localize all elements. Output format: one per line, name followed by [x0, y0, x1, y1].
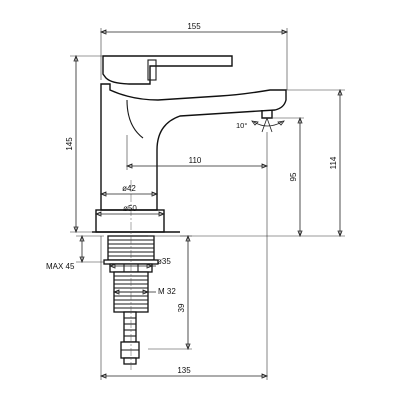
dim-nut-diameter: ø35	[157, 257, 171, 266]
dim-base-diameter: ø50	[123, 204, 137, 213]
dim-thread: M 32	[158, 287, 176, 296]
spout-curve	[126, 99, 144, 139]
dim-body-diameter: ø42	[122, 184, 136, 193]
dim-spout-height: 95	[289, 172, 298, 181]
faucet-body	[100, 83, 287, 211]
dim-overall-height: 145	[65, 137, 74, 151]
dim-shank-length: 39	[177, 303, 186, 312]
base-escutcheon	[95, 209, 165, 233]
dim-total-length: 135	[177, 366, 191, 375]
dim-max-thickness: MAX 45	[46, 262, 75, 271]
dim-overall-width: 155	[187, 22, 201, 31]
handle-lever	[102, 55, 233, 85]
dim-outlet-height: 114	[329, 156, 338, 169]
handle-detail	[147, 59, 157, 81]
supply-hose	[120, 311, 140, 365]
dim-spout-angle: 10°	[236, 121, 247, 130]
dim-reach: 110	[189, 156, 202, 165]
